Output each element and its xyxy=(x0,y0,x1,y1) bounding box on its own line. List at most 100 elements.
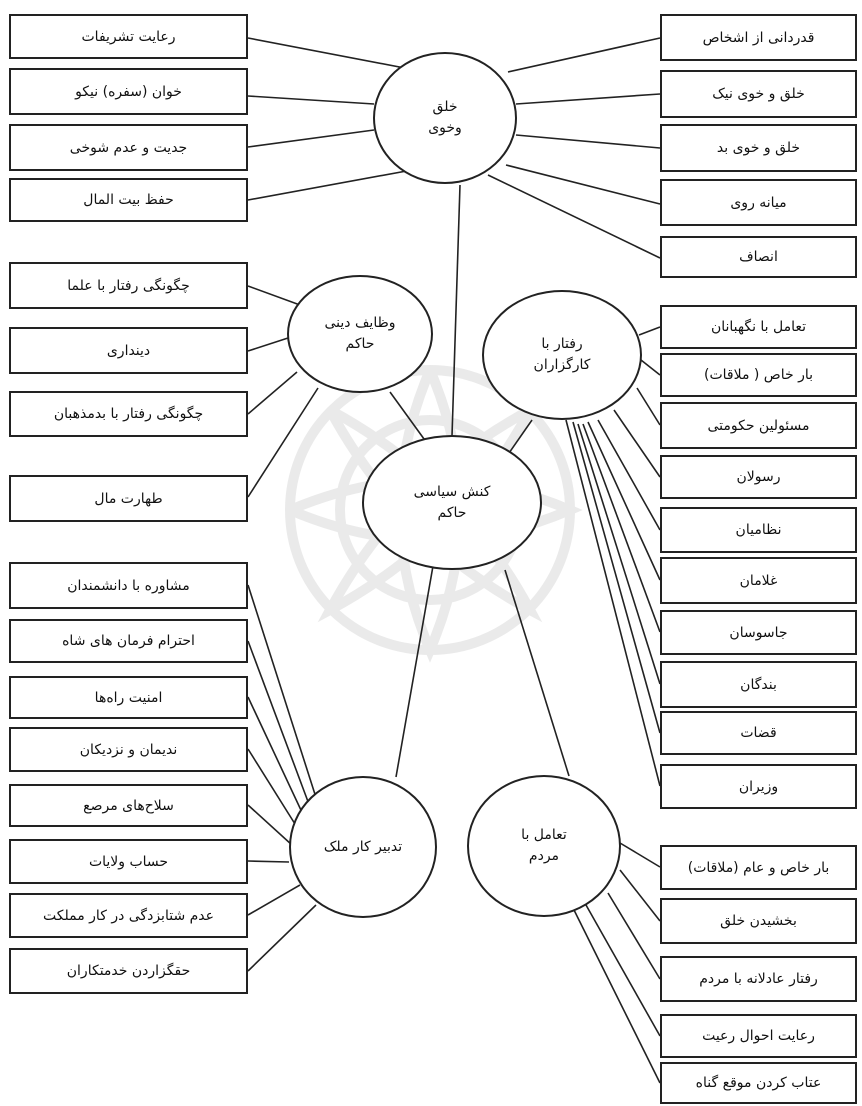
leaf-label: قدردانی از اشخاص xyxy=(702,29,815,46)
leaf-left-top: حفظ بیت المال xyxy=(9,178,248,222)
connector-line xyxy=(247,37,416,71)
leaf-left-mid: چگونگی رفتار با علما xyxy=(9,262,248,309)
hub-dini-label: وظایف دینی حاکم xyxy=(324,315,396,352)
leaf-left-mid: چگونگی رفتار با بدمذهبان xyxy=(9,391,248,437)
leaf-label: احترام فرمان های شاه xyxy=(62,633,195,649)
connector-line xyxy=(247,804,293,846)
leaf-label: وزیران xyxy=(738,778,779,795)
leaf-left-top: رعایت تشریفات xyxy=(9,14,248,59)
connector-line xyxy=(504,569,570,777)
connector-line xyxy=(487,174,661,259)
leaf-right-top: خلق و خوی نیک xyxy=(660,70,857,118)
hub-mardom: تعامل با مردم xyxy=(467,775,621,917)
hub-tadbir: تدبیر کار ملک xyxy=(289,776,437,918)
leaf-left-top: جدیت و عدم شوخی xyxy=(9,124,248,171)
connector-line xyxy=(451,184,461,437)
leaf-left-bottom: امنیت راه‌ها xyxy=(9,676,248,719)
leaf-label: عتاب کردن موقع گناه xyxy=(695,1075,822,1091)
connector-line xyxy=(636,387,661,426)
connector-line xyxy=(247,904,317,972)
connector-line xyxy=(247,860,290,863)
leaf-label: خلق و خوی بد xyxy=(716,140,801,156)
leaf-right-bottom: رعایت احوال رعیت xyxy=(660,1014,857,1058)
connector-line xyxy=(395,565,434,778)
leaf-left-bottom: عدم شتابزدگی در کار مملکت xyxy=(9,893,248,938)
leaf-label: مسئولین حکومتی xyxy=(707,417,810,434)
connector-line xyxy=(247,129,375,148)
leaf-right-mid: قضات xyxy=(660,711,857,755)
leaf-label: بار خاص و عام (ملاقات) xyxy=(687,859,830,876)
leaf-label: رفتار عادلانه با مردم xyxy=(699,971,818,987)
hub-tadbir-label: تدبیر کار ملک xyxy=(323,838,403,855)
leaf-right-mid: جاسوسان xyxy=(660,610,857,655)
hub-mardom-label: تعامل با مردم xyxy=(521,827,567,864)
connector-line xyxy=(247,285,301,306)
connector-line xyxy=(247,95,375,105)
leaf-right-top: انصاف xyxy=(660,236,857,278)
connector-line xyxy=(587,421,661,581)
leaf-left-mid: طهارت مال xyxy=(9,475,248,522)
leaf-right-mid: رسولان xyxy=(660,455,857,499)
leaf-label: رسولان xyxy=(736,469,781,485)
leaf-right-mid: نظامیان xyxy=(660,507,857,553)
connector-line xyxy=(597,419,661,531)
leaf-left-mid: دینداری xyxy=(9,327,248,374)
connector-line xyxy=(247,884,301,916)
leaf-left-bottom: حساب ولایات xyxy=(9,839,248,884)
leaf-label: خلق و خوی نیک xyxy=(712,86,805,102)
leaf-label: خوان (سفره) نیکو xyxy=(75,83,182,100)
leaf-label: جاسوسان xyxy=(729,624,788,641)
connector-line xyxy=(565,419,661,787)
leaf-label: امنیت راه‌ها xyxy=(94,689,163,706)
connector-line xyxy=(247,371,298,415)
leaf-label: میانه روی xyxy=(730,194,787,211)
leaf-label: عدم شتابزدگی در کار مملکت xyxy=(43,907,214,924)
leaf-label: حفظ بیت المال xyxy=(83,192,174,208)
hub-raftar: رفتار با کارگزاران xyxy=(482,290,642,420)
connector-line xyxy=(247,387,319,498)
leaf-right-top: خلق و خوی بد xyxy=(660,124,857,172)
connector-line xyxy=(573,909,661,1084)
connector-line xyxy=(247,584,321,811)
connector-line xyxy=(515,134,661,149)
connector-line xyxy=(640,359,661,376)
leaf-left-bottom: ندیمان و نزدیکان xyxy=(9,727,248,772)
leaf-label: مشاوره با دانشمندان xyxy=(67,577,190,594)
hub-khulq: خلق وخوی xyxy=(373,52,517,184)
leaf-label: حساب ولایات xyxy=(88,853,169,870)
hub-raftar-label: رفتار با کارگزاران xyxy=(533,336,591,373)
leaf-left-bottom: مشاوره با دانشمندان xyxy=(9,562,248,609)
connector-line xyxy=(247,748,301,833)
connector-line xyxy=(247,640,314,816)
connector-line xyxy=(507,37,661,73)
leaf-label: بندگان xyxy=(740,676,777,693)
leaf-right-mid: تعامل با نگهبانان xyxy=(660,305,857,349)
leaf-left-top: خوان (سفره) نیکو xyxy=(9,68,248,115)
connector-line xyxy=(613,409,661,478)
connector-line xyxy=(577,423,661,685)
leaf-label: بار خاص ( ملاقات) xyxy=(703,367,814,383)
leaf-label: رعایت تشریفات xyxy=(81,28,176,45)
leaf-label: طهارت مال xyxy=(94,490,163,507)
connector-line xyxy=(619,869,661,922)
connector-line xyxy=(638,326,661,336)
center-node-label: کنش سیاسی حاکم xyxy=(413,483,491,521)
leaf-right-mid: وزیران xyxy=(660,764,857,809)
leaf-right-top: میانه روی xyxy=(660,179,857,226)
connector-line xyxy=(515,93,661,105)
leaf-left-bottom: سلاح‌های مرصع xyxy=(9,784,248,827)
leaf-right-mid: بندگان xyxy=(660,661,857,708)
connector-line xyxy=(247,337,289,352)
connector-line xyxy=(505,164,661,205)
leaf-label: انصاف xyxy=(739,249,778,265)
leaf-right-bottom: بار خاص و عام (ملاقات) xyxy=(660,845,857,890)
leaf-left-bottom: احترام فرمان های شاه xyxy=(9,619,248,663)
leaf-label: جدیت و عدم شوخی xyxy=(69,139,188,156)
leaf-label: ندیمان و نزدیکان xyxy=(79,741,178,758)
leaf-label: سلاح‌های مرصع xyxy=(83,797,174,814)
leaf-label: دینداری xyxy=(106,342,151,359)
leaf-label: نظامیان xyxy=(735,522,782,538)
connector-line xyxy=(247,169,413,201)
connector-line xyxy=(582,423,661,633)
leaf-label: بخشیدن خلق xyxy=(720,913,797,929)
